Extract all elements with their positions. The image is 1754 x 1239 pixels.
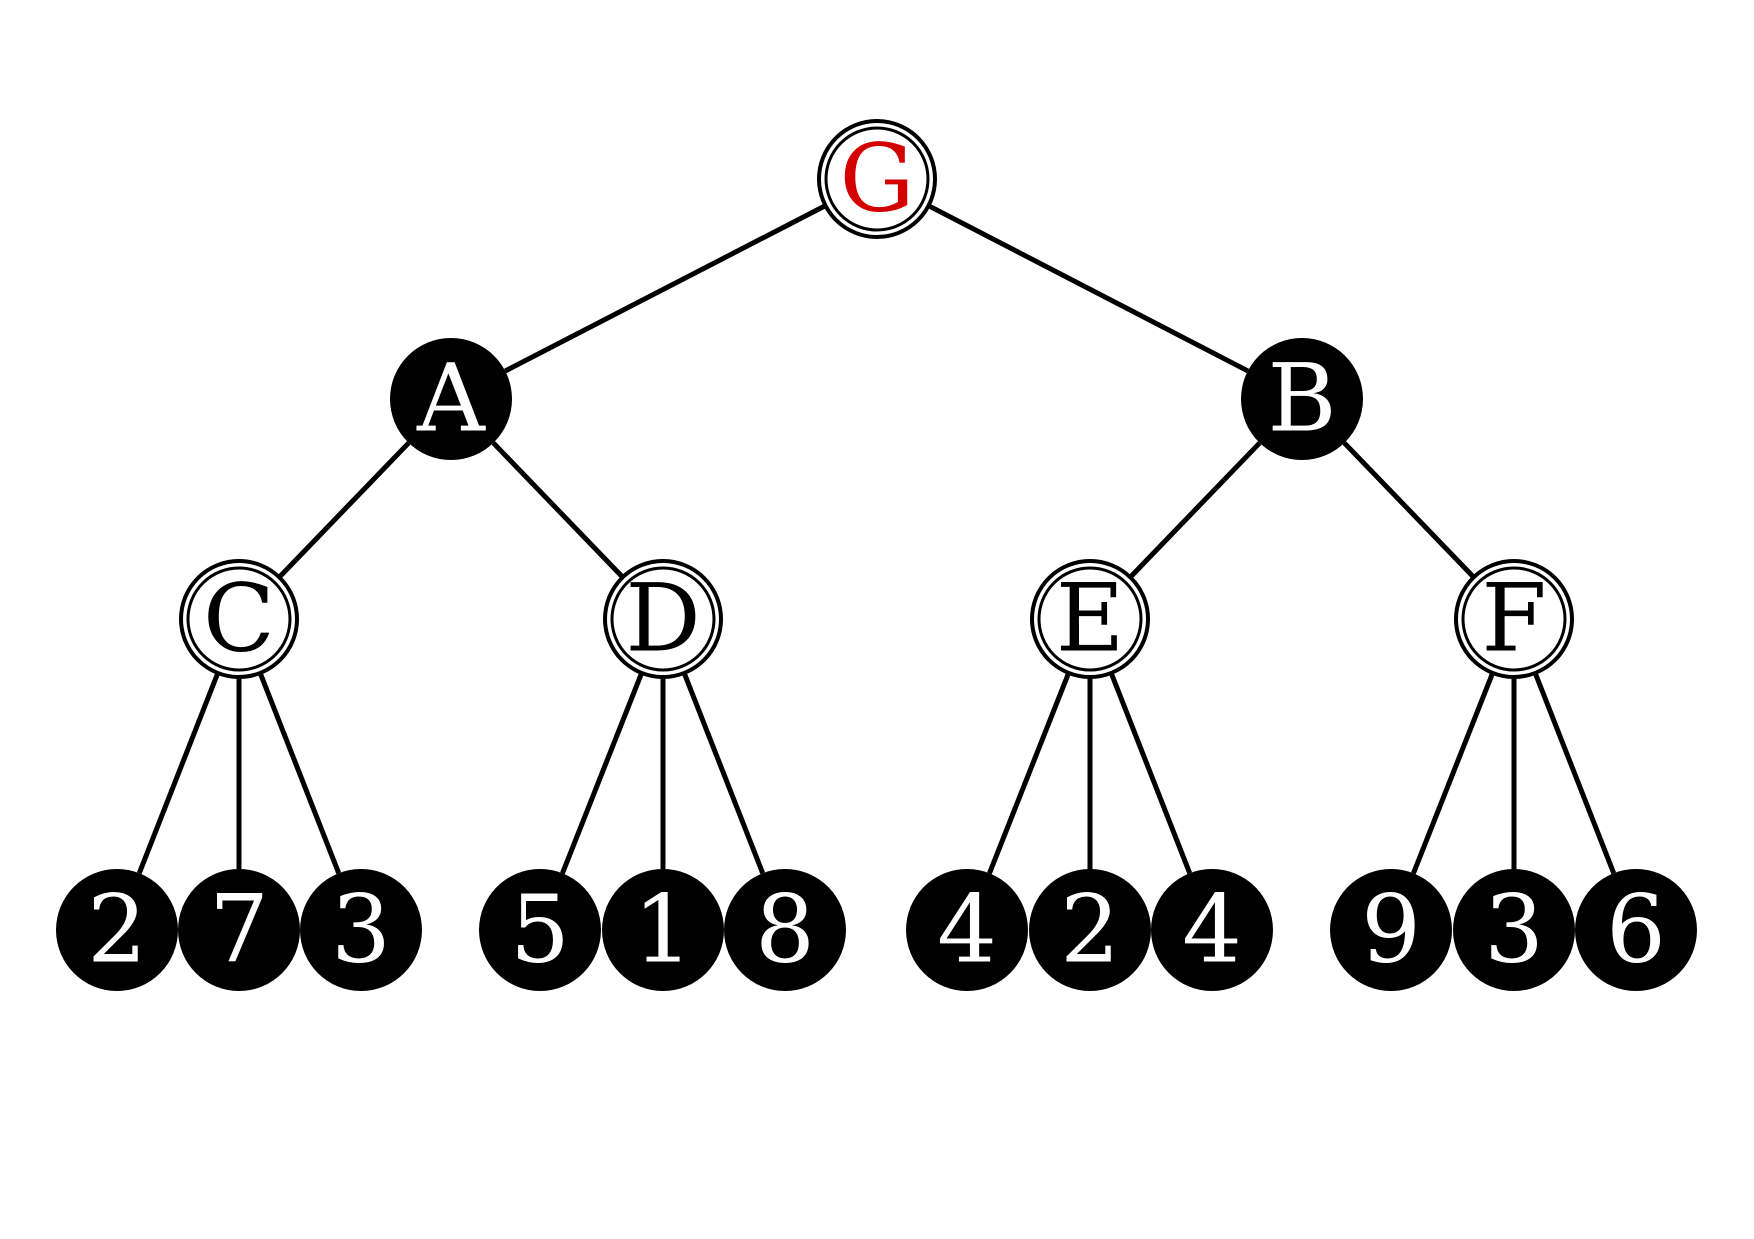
edge-e-l6 — [987, 672, 1071, 875]
node-a-circle — [390, 338, 512, 460]
leaf-5-value: 1 — [633, 876, 693, 985]
edge-e-l8 — [1108, 672, 1193, 875]
node-g-label: G — [839, 125, 914, 234]
node-f-inner-ring — [1461, 566, 1567, 672]
leaf-12-value: 6 — [1606, 876, 1666, 985]
leaf-12-circle — [1575, 869, 1697, 991]
leaf-8: 2 — [1029, 869, 1151, 991]
node-g-inner-ring — [824, 126, 930, 232]
leaf-9-circle — [1151, 869, 1273, 991]
leaf-4-circle — [479, 869, 601, 991]
node-e-inner-ring — [1037, 566, 1143, 672]
leaf-5-circle — [602, 869, 724, 991]
leaf-5: 1 — [602, 869, 724, 991]
leaf-3: 3 — [300, 869, 422, 991]
edge-a-c — [277, 441, 411, 579]
leaf-7: 4 — [906, 869, 1028, 991]
node-c-label: C — [203, 565, 275, 674]
leaf-4: 5 — [479, 869, 601, 991]
leaf-11-circle — [1453, 869, 1575, 991]
leaf-11: 3 — [1453, 869, 1575, 991]
node-f-circle — [1454, 559, 1574, 679]
node-f-label: F — [1481, 565, 1546, 674]
leaf-6-value: 8 — [755, 876, 815, 985]
leaf-8-value: 2 — [1060, 876, 1120, 985]
edge-g-b — [927, 203, 1249, 374]
node-c: C — [179, 559, 299, 679]
node-d-inner-ring — [610, 566, 716, 672]
leaf-4-value: 5 — [510, 876, 570, 985]
node-d-circle — [603, 559, 723, 679]
node-e: E — [1030, 559, 1150, 679]
edge-f-l9 — [1411, 672, 1495, 875]
node-g-circle — [817, 119, 937, 239]
leaf-7-circle — [906, 869, 1028, 991]
leaf-9: 4 — [1151, 869, 1273, 991]
tree-nodes: G A B C D E — [56, 119, 1697, 991]
node-d: D — [603, 559, 723, 679]
node-e-label: E — [1056, 565, 1125, 674]
leaf-12: 6 — [1575, 869, 1697, 991]
leaf-10-value: 9 — [1361, 876, 1421, 985]
leaf-10: 9 — [1330, 869, 1452, 991]
node-a: A — [390, 338, 512, 460]
leaf-6: 8 — [724, 869, 846, 991]
leaf-2: 7 — [178, 869, 300, 991]
node-c-circle — [179, 559, 299, 679]
node-e-circle — [1030, 559, 1150, 679]
leaf-2-circle — [178, 869, 300, 991]
edge-c-l0 — [136, 672, 221, 875]
leaf-6-circle — [724, 869, 846, 991]
node-b-circle — [1241, 338, 1363, 460]
edge-d-l5 — [681, 672, 766, 875]
node-b: B — [1241, 338, 1363, 460]
leaf-10-circle — [1330, 869, 1452, 991]
edge-g-a — [504, 203, 827, 374]
node-d-label: D — [625, 565, 700, 674]
node-g: G — [817, 119, 937, 239]
leaf-8-circle — [1029, 869, 1151, 991]
node-c-inner-ring — [186, 566, 292, 672]
leaf-1-circle — [56, 869, 178, 991]
tree-edges — [136, 203, 1617, 875]
edge-b-f — [1342, 441, 1476, 579]
leaf-1-value: 2 — [87, 876, 147, 985]
leaf-3-circle — [300, 869, 422, 991]
leaf-11-value: 3 — [1484, 876, 1544, 985]
leaf-1: 2 — [56, 869, 178, 991]
node-b-label: B — [1267, 345, 1336, 454]
leaf-7-value: 4 — [937, 876, 997, 985]
edge-b-e — [1128, 441, 1262, 579]
edge-f-l11 — [1532, 672, 1617, 875]
leaf-2-value: 7 — [209, 876, 269, 985]
leaf-3-value: 3 — [331, 876, 391, 985]
node-a-label: A — [416, 345, 486, 454]
leaf-9-value: 4 — [1182, 876, 1242, 985]
edge-c-l2 — [257, 672, 342, 875]
edge-d-l3 — [560, 672, 644, 875]
edge-a-d — [491, 441, 625, 579]
node-f: F — [1454, 559, 1574, 679]
